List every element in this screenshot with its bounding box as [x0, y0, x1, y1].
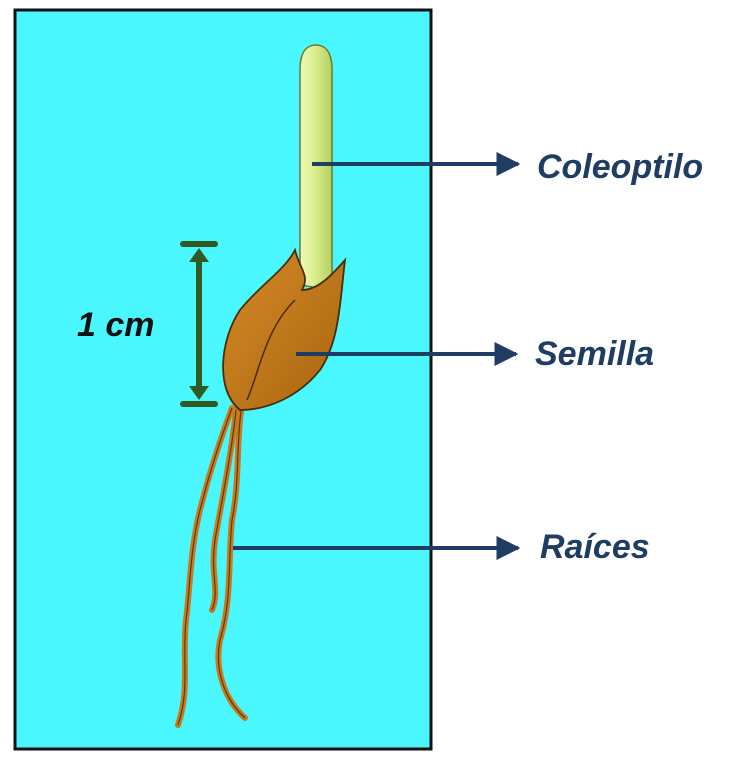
- coleoptile-shape: [300, 45, 332, 290]
- roots-label: Raíces: [540, 528, 650, 566]
- seed-label: Semilla: [535, 335, 654, 373]
- scale-label: 1 cm: [77, 306, 155, 344]
- coleoptile-label: Coleoptilo: [537, 148, 703, 186]
